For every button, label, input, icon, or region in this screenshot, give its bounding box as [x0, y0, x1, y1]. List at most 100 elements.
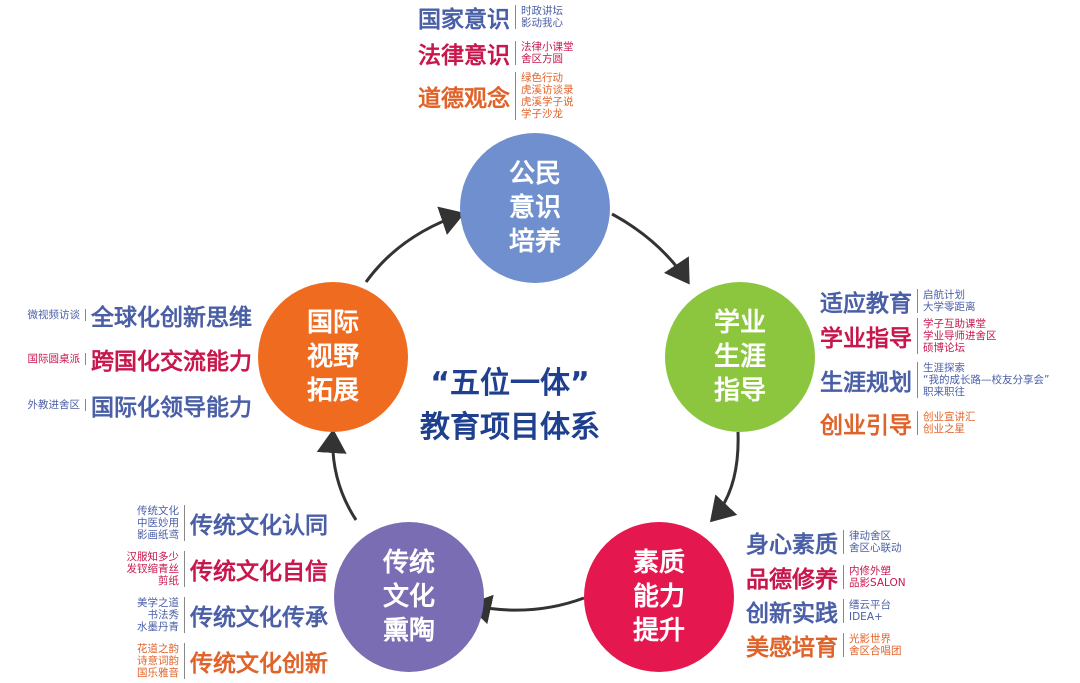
sub-item: 品影SALON [849, 577, 906, 589]
item-label: 生涯规划 [820, 370, 912, 396]
culture-item: 传统文化 中医妙用 影画纸鸢 传统文化认同 [70, 505, 328, 541]
item-label: 国家意识 [418, 7, 510, 33]
arrow-global-to-civic [364, 206, 465, 283]
sub-item: 虎溪学子说 [521, 96, 574, 108]
sub-item: 职来职往 [923, 386, 965, 398]
sub-item: 创业之星 [923, 423, 965, 435]
sub-item: 国乐雅音 [137, 667, 179, 679]
item-subs: 启航计划 大学零距离 [917, 289, 976, 313]
sub-item: 影动我心 [521, 17, 563, 29]
sub-item: 舍区方圆 [521, 53, 563, 65]
career-item: 创业引导 创业宣讲汇 创业之星 [820, 406, 976, 440]
civic-item: 法律意识 法律小课堂 舍区方圆 [418, 36, 574, 70]
item-label: 品德修养 [746, 567, 838, 593]
circle-line: 提升 [632, 616, 685, 646]
sub-item: 学业导师进舍区 [923, 330, 997, 342]
item-label: 传统文化创新 [190, 651, 328, 677]
sub-item: 硕博论坛 [923, 342, 965, 354]
sub-item: 水墨丹青 [137, 621, 179, 633]
item-subs: 律动舍区 舍区心联动 [843, 530, 902, 554]
item-label: 跨国化交流能力 [91, 349, 252, 375]
item-subs: 传统文化 中医妙用 影画纸鸢 [137, 505, 185, 541]
sub-item: 生涯探索 [923, 362, 965, 374]
sub-item: 启航计划 [923, 289, 965, 301]
civic-item: 国家意识 时政讲坛 影动我心 [418, 0, 563, 34]
sub-item: 光影世界 [849, 633, 891, 645]
item-subs: 生涯探索 “我的成长路—校友分享会” 职来职往 [917, 362, 1049, 398]
item-label: 传统文化认同 [190, 513, 328, 539]
circle-line: 熏陶 [382, 616, 435, 646]
sub-item: 学子互助课堂 [923, 318, 986, 330]
item-subs: 时政讲坛 影动我心 [515, 5, 563, 29]
traditional-culture-circle: 传统 文化 熏陶 [334, 522, 484, 672]
circle-line: 学业 [713, 308, 766, 338]
career-item: 适应教育 启航计划 大学零距离 [820, 284, 976, 318]
item-label: 创业引导 [820, 413, 912, 439]
circle-line: 能力 [632, 582, 685, 612]
arrow-civic-to-career [611, 212, 690, 285]
item-subs: 汉服知多少 发钗缩青丝 剪纸 [127, 551, 185, 587]
global-item: 外教进舍区 国际化领导能力 [0, 388, 253, 422]
sub-item: 舍区心联动 [849, 542, 902, 554]
quality-ability-circle: 素质 能力 提升 [584, 522, 734, 672]
circle-line: 生涯 [713, 342, 766, 372]
item-subs: 内修外塑 品影SALON [843, 565, 906, 589]
circle-line: 文化 [382, 582, 435, 612]
center-title-line2: 教育项目体系 [420, 410, 600, 445]
item-label: 国际化领导能力 [91, 395, 252, 421]
sub-item: 时政讲坛 [521, 5, 563, 17]
culture-item: 美学之道 书法秀 水墨丹青 传统文化传承 [70, 597, 328, 633]
culture-item: 花道之韵 诗意词韵 国乐雅音 传统文化创新 [70, 643, 328, 679]
sub-item: 绿色行动 [521, 72, 563, 84]
sub-item: 中医妙用 [137, 517, 179, 529]
circle-line: 公民 [508, 159, 561, 189]
sub-item: 影画纸鸢 [137, 529, 179, 541]
item-label: 传统文化传承 [190, 605, 328, 631]
sub-item: 大学零距离 [923, 301, 976, 313]
quality-item: 品德修养 内修外塑 品影SALON [746, 560, 906, 594]
circle-line: 素质 [632, 548, 685, 578]
item-subs: 光影世界 舍区合唱团 [843, 633, 902, 657]
arrow-culture-to-global [316, 429, 358, 521]
item-label: 适应教育 [820, 291, 912, 317]
circle-line: 视野 [306, 342, 359, 372]
item-label: 法律意识 [418, 43, 510, 69]
arrow-quality-to-culture [467, 594, 585, 625]
civic-awareness-circle: 公民 意识 培养 [460, 133, 610, 283]
circle-line: 传统 [382, 548, 435, 578]
quality-item: 创新实践 缙云平台 IDEA+ [746, 594, 891, 628]
sub-item: 外教进舍区 [27, 399, 81, 411]
circle-line: 拓展 [306, 376, 359, 406]
center-title: “五位一体” 教育项目体系 [400, 362, 620, 450]
sub-item: 学子沙龙 [521, 108, 563, 120]
sub-item: IDEA+ [849, 611, 883, 623]
sub-item: 缙云平台 [849, 599, 891, 611]
item-label: 身心素质 [746, 532, 838, 558]
sub-item: 传统文化 [137, 505, 179, 517]
career-item: 学业指导 学子互助课堂 学业导师进舍区 硕博论坛 [820, 318, 997, 354]
item-label: 传统文化自信 [190, 559, 328, 585]
circle-line: 国际 [306, 308, 359, 338]
sub-item: 法律小课堂 [521, 41, 574, 53]
item-label: 创新实践 [746, 601, 838, 627]
global-item: 微视频访谈 全球化创新思维 [0, 298, 253, 332]
sub-item: 微视频访谈 [27, 309, 81, 321]
quality-item: 身心素质 律动舍区 舍区心联动 [746, 525, 902, 559]
global-vision-circle: 国际 视野 拓展 [258, 282, 408, 432]
sub-item: 国际圆桌派 [27, 353, 81, 365]
career-item: 生涯规划 生涯探索 “我的成长路—校友分享会” 职来职往 [820, 362, 1049, 398]
sub-item: 花道之韵 [137, 643, 179, 655]
sub-item: 诗意词韵 [137, 655, 179, 667]
item-subs: 花道之韵 诗意词韵 国乐雅音 [137, 643, 185, 679]
sub-item: 虎溪访谈录 [521, 84, 574, 96]
item-subs: 外教进舍区 [27, 399, 86, 411]
item-subs: 国际圆桌派 [27, 353, 86, 365]
culture-item: 汉服知多少 发钗缩青丝 剪纸 传统文化自信 [70, 551, 328, 587]
item-subs: 创业宣讲汇 创业之星 [917, 411, 976, 435]
sub-item: 舍区合唱团 [849, 645, 902, 657]
item-label: 全球化创新思维 [91, 305, 252, 331]
center-title-line1: “五位一体” [430, 366, 590, 401]
sub-item: 律动舍区 [849, 530, 891, 542]
